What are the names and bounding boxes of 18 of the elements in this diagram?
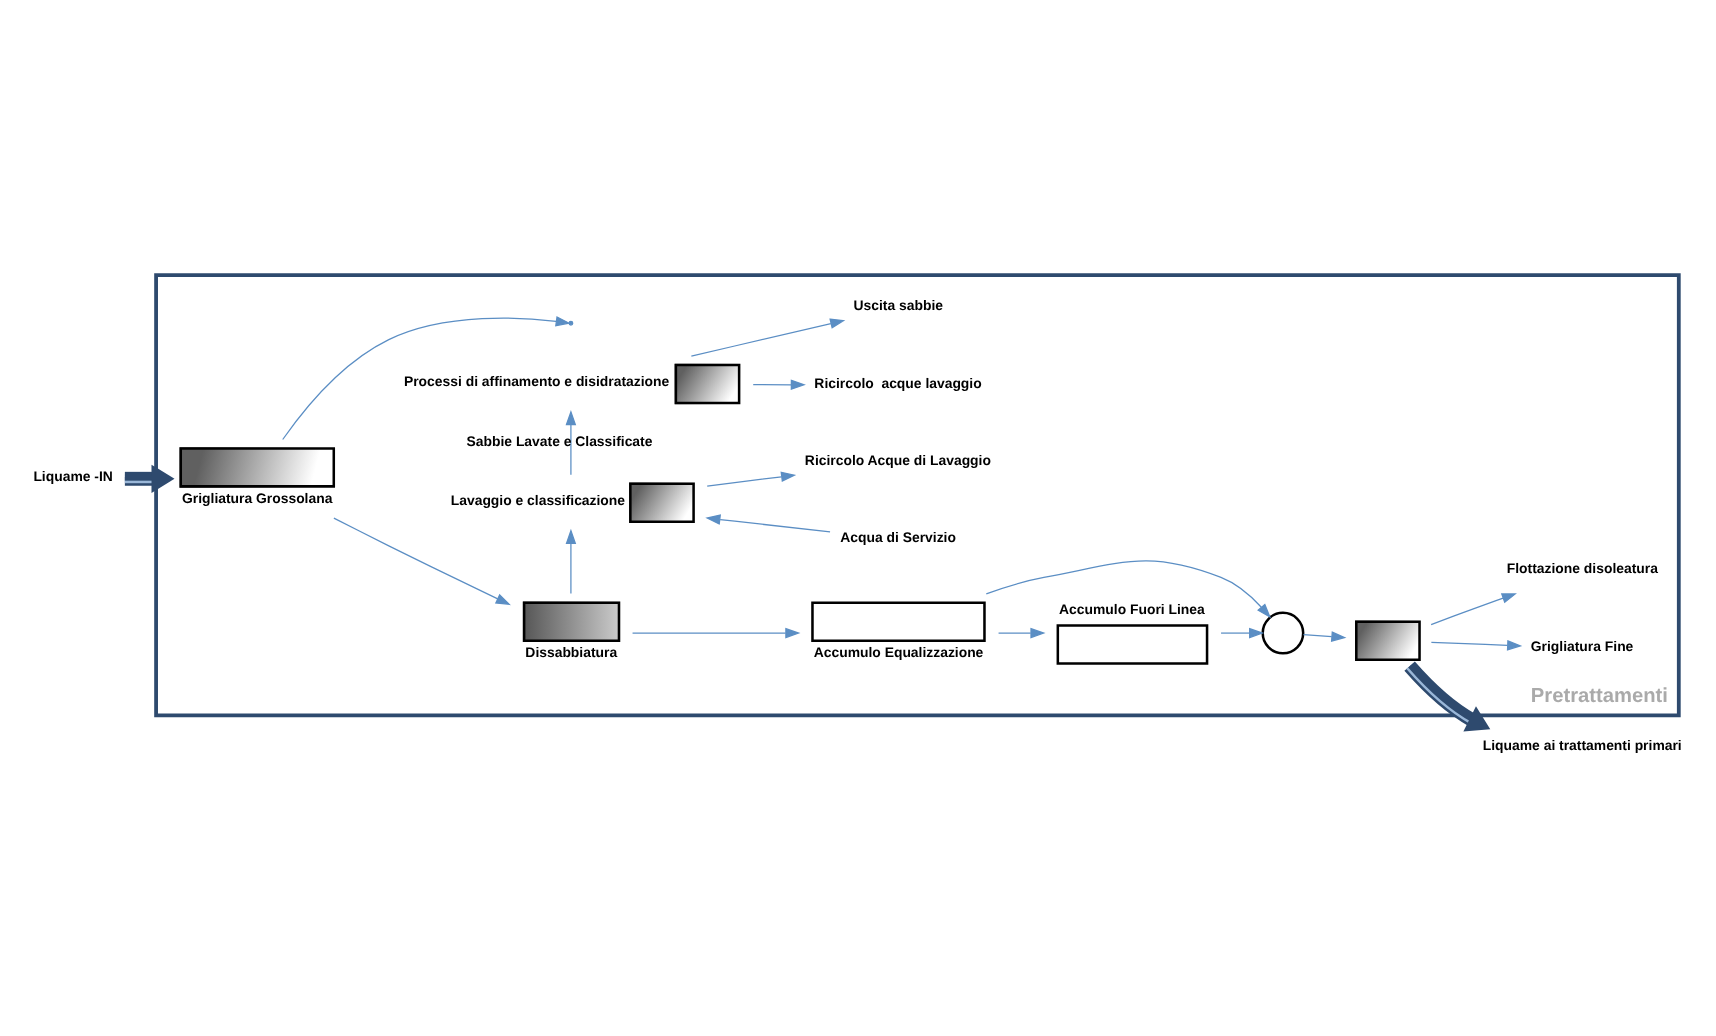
- arrow: [282, 316, 571, 441]
- node-circle: [1261, 611, 1305, 655]
- arrow: [1404, 661, 1491, 732]
- arrow: [124, 464, 175, 493]
- arrow: [985, 560, 1272, 619]
- arrow: [1302, 631, 1347, 642]
- arrow: [997, 627, 1046, 639]
- arrow: [565, 528, 577, 595]
- arrow: [565, 410, 577, 476]
- arrow: [1430, 593, 1517, 626]
- arrow: [690, 318, 846, 357]
- arrow: [1430, 640, 1523, 651]
- arrow: [333, 517, 511, 606]
- arrow: [1220, 627, 1265, 639]
- arrow: [706, 471, 797, 487]
- arrow: [752, 379, 806, 391]
- arrow: [705, 514, 831, 533]
- arrow: [631, 627, 801, 639]
